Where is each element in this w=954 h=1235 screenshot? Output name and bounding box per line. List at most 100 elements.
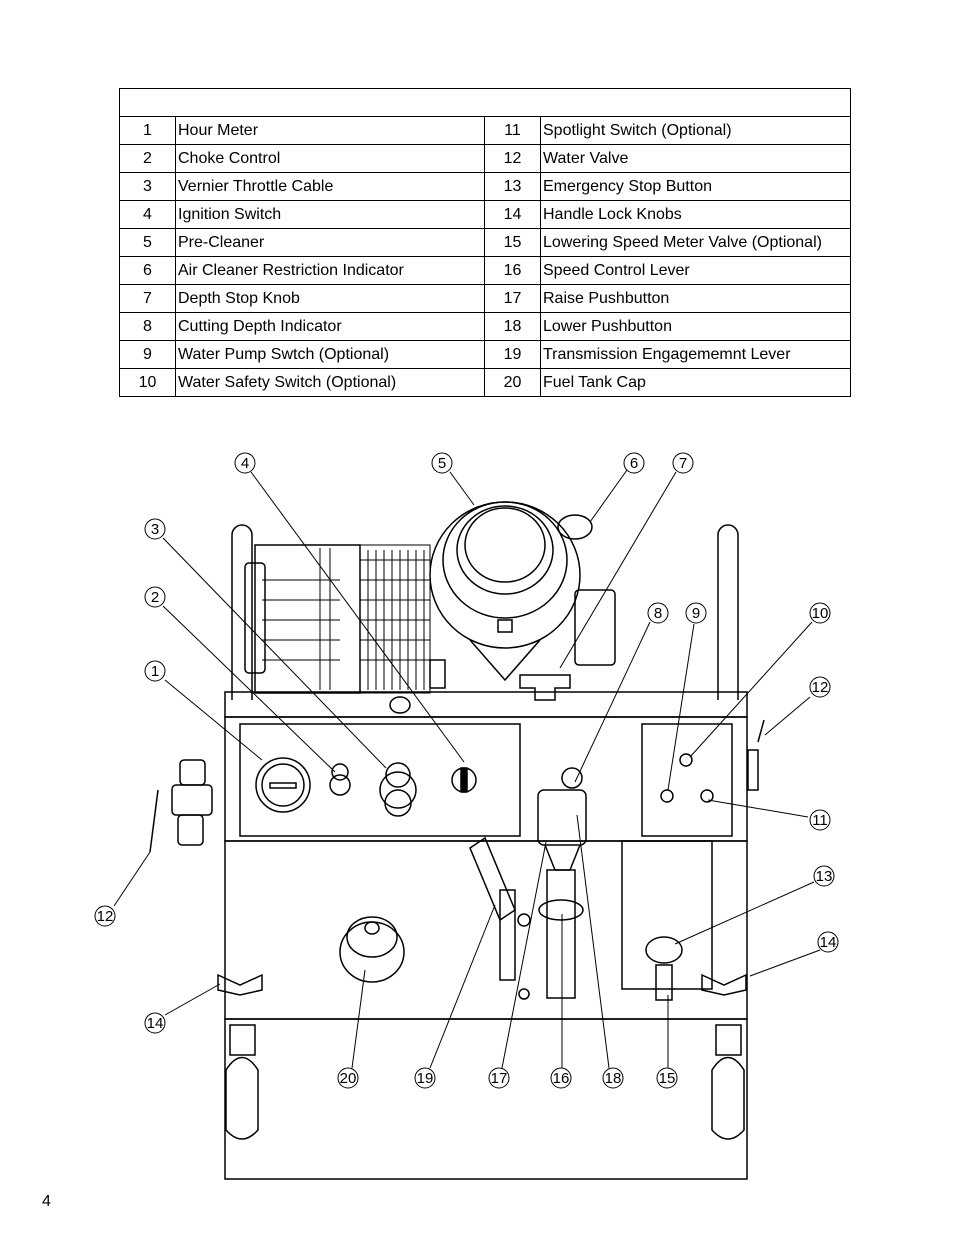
part-label-cell: Vernier Throttle Cable — [175, 172, 485, 201]
right-post — [717, 524, 739, 700]
callout: 13 — [813, 865, 835, 887]
part-number-cell: 2 — [119, 144, 176, 173]
part-number-cell: 20 — [484, 368, 541, 397]
callout-number: 19 — [417, 1070, 434, 1087]
callout: 11 — [809, 809, 831, 831]
callout-circle — [623, 452, 645, 474]
handle-grip-left — [225, 1024, 259, 1140]
part-label-cell: Lower Pushbutton — [540, 312, 851, 341]
callout-number: 13 — [816, 868, 833, 885]
part-label-cell: Fuel Tank Cap — [540, 368, 851, 397]
right-control-panel — [641, 723, 733, 837]
part-label-cell: Water Pump Swtch (Optional) — [175, 340, 485, 369]
callout-circle — [602, 1067, 624, 1089]
engine-housing — [254, 544, 361, 694]
part-number-cell: 17 — [484, 284, 541, 313]
callout: 4 — [234, 452, 256, 474]
restriction-indicator — [557, 514, 593, 540]
callout: 3 — [144, 518, 166, 540]
callout-circle — [488, 1067, 510, 1089]
callout-circle — [144, 1012, 166, 1034]
frame-top — [224, 691, 748, 718]
callout: 15 — [656, 1067, 678, 1089]
callout-number: 17 — [491, 1070, 508, 1087]
part-number-cell: 10 — [119, 368, 176, 397]
callout-number: 14 — [820, 934, 837, 951]
pre-cleaner — [429, 501, 581, 682]
part-number-cell: 11 — [484, 116, 541, 145]
part-label-cell: Raise Pushbutton — [540, 284, 851, 313]
throttle-cable — [379, 771, 417, 809]
choke-control — [329, 774, 351, 796]
callout-number: 6 — [630, 455, 638, 472]
left-control-panel — [239, 723, 521, 837]
handle-lock-knob-left — [217, 973, 263, 996]
callout: 17 — [488, 1067, 510, 1089]
frame-base — [224, 1018, 748, 1180]
part-number-cell: 12 — [484, 144, 541, 173]
depth-stop-knob — [519, 674, 571, 701]
water-safety-switch — [679, 753, 693, 767]
callout-number: 9 — [692, 605, 700, 622]
callout-number: 5 — [438, 455, 446, 472]
part-label-cell: Lowering Speed Meter Valve (Optional) — [540, 228, 851, 257]
callout: 12 — [809, 676, 831, 698]
callout: 18 — [602, 1067, 624, 1089]
control-handle — [537, 789, 587, 846]
callout-circle — [809, 602, 831, 624]
callout-number: 2 — [151, 589, 159, 606]
callout: 6 — [623, 452, 645, 474]
callout-number: 3 — [151, 521, 159, 538]
callout-number: 11 — [812, 812, 828, 829]
callout-number: 4 — [241, 455, 249, 472]
callout-circle — [813, 865, 835, 887]
callout-number: 15 — [659, 1070, 676, 1087]
callout: 7 — [672, 452, 694, 474]
callout-number: 12 — [97, 908, 114, 925]
cooling-fins — [359, 544, 431, 694]
callout-circle — [656, 1067, 678, 1089]
callout-circle — [337, 1067, 359, 1089]
hour-meter — [255, 757, 311, 813]
handle-lock-knob-right — [701, 973, 747, 996]
callout-circle — [647, 602, 669, 624]
callout: 20 — [337, 1067, 359, 1089]
callout-circle — [94, 905, 116, 927]
callout: 16 — [550, 1067, 572, 1089]
callout: 5 — [431, 452, 453, 474]
left-post — [231, 524, 253, 700]
callout-circle — [809, 809, 831, 831]
callout: 14 — [817, 931, 839, 953]
callout: 9 — [685, 602, 707, 624]
fuel-tank-cap — [339, 916, 405, 983]
callout: 19 — [414, 1067, 436, 1089]
callout-circle — [414, 1067, 436, 1089]
callout-number: 14 — [147, 1015, 164, 1032]
callout-number: 7 — [679, 455, 687, 472]
callout-number: 8 — [654, 605, 662, 622]
transmission-lever — [469, 836, 516, 922]
speed-control-lever — [546, 869, 576, 999]
frame-lower — [224, 840, 748, 1020]
callout-circle — [234, 452, 256, 474]
callout-circle — [672, 452, 694, 474]
callout-circle — [550, 1067, 572, 1089]
part-label-cell: Water Valve — [540, 144, 851, 173]
callout: 2 — [144, 586, 166, 608]
callout-circle — [431, 452, 453, 474]
callout-circle — [685, 602, 707, 624]
part-label-cell: Emergency Stop Button — [540, 172, 851, 201]
callout-number: 1 — [151, 663, 159, 680]
handle-grip-right — [711, 1024, 745, 1140]
callout: 8 — [647, 602, 669, 624]
callout-circle — [817, 931, 839, 953]
